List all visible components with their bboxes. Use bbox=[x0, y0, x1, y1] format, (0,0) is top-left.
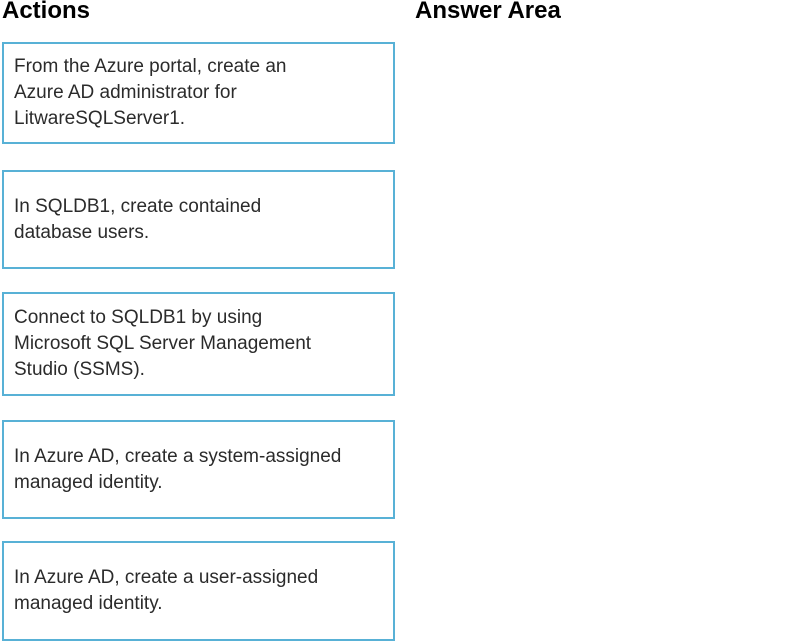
action-item-create-azure-ad-admin[interactable]: From the Azure portal, create an Azure A… bbox=[2, 42, 395, 144]
action-item-connect-ssms[interactable]: Connect to SQLDB1 by using Microsoft SQL… bbox=[2, 292, 395, 396]
action-item-create-contained-db-users[interactable]: In SQLDB1, create contained database use… bbox=[2, 170, 395, 269]
action-item-label: In SQLDB1, create contained database use… bbox=[14, 195, 262, 243]
action-item-label: Connect to SQLDB1 by using Microsoft SQL… bbox=[14, 307, 312, 380]
answer-area-dropzone[interactable] bbox=[415, 42, 810, 642]
action-item-label: In Azure AD, create a system-assigned ma… bbox=[14, 445, 342, 493]
action-item-label: In Azure AD, create a user-assigned mana… bbox=[14, 567, 319, 614]
action-item-label: From the Azure portal, create an Azure A… bbox=[14, 56, 287, 129]
answer-area-column-heading: Answer Area bbox=[415, 0, 561, 24]
action-item-create-user-assigned-identity[interactable]: In Azure AD, create a user-assigned mana… bbox=[2, 541, 395, 641]
action-item-create-system-assigned-identity[interactable]: In Azure AD, create a system-assigned ma… bbox=[2, 420, 395, 519]
actions-column-heading: Actions bbox=[2, 0, 91, 24]
